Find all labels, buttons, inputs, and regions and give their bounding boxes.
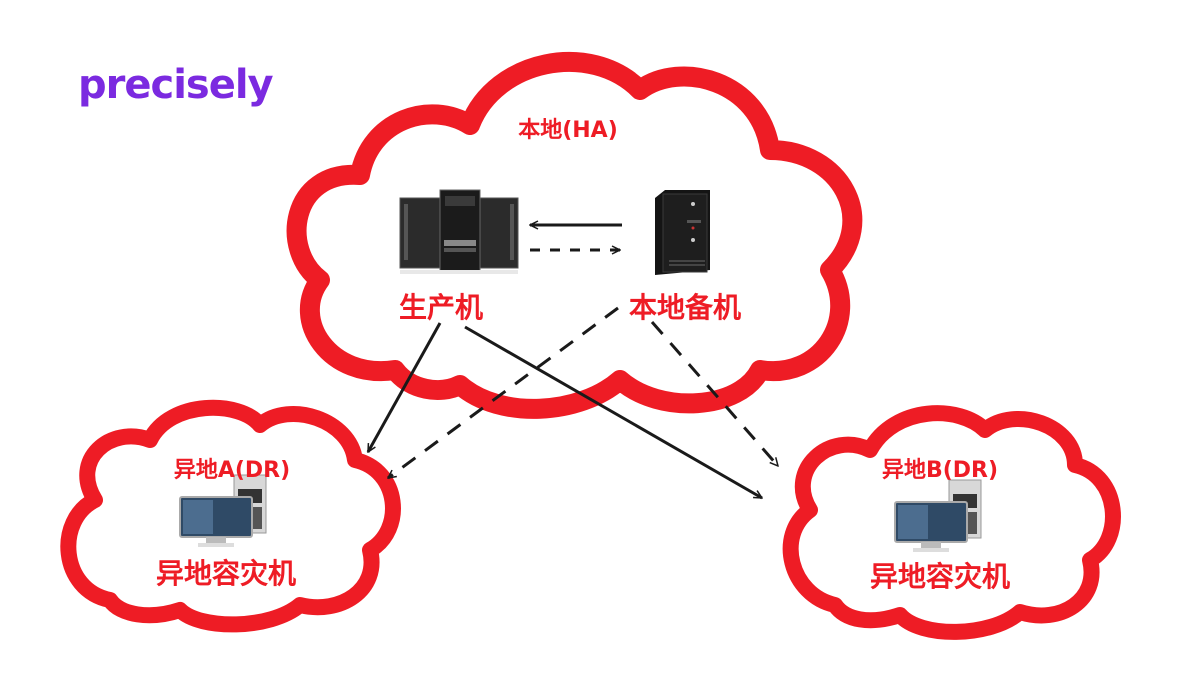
cloud-local-ha (286, 51, 863, 419)
region-label-remote-a: 异地A(DR) (173, 458, 291, 483)
tower-server-icon (655, 190, 710, 275)
edge-standby-to-dr-b (650, 321, 780, 466)
node-label-dr-a: 异地容灾机 (155, 557, 297, 590)
node-label-production: 生产机 (398, 291, 484, 324)
brand-logo: precisely (78, 62, 274, 108)
edge-production-to-dr-b (464, 325, 762, 500)
region-label-remote-b: 异地B(DR) (881, 458, 999, 483)
edge-standby-to-dr-a (388, 306, 619, 480)
region-label-local: 本地(HA) (518, 118, 618, 143)
node-label-local-standby: 本地备机 (628, 291, 742, 324)
server-rack-icon (399, 189, 519, 274)
desktop-computer-icon (894, 479, 982, 552)
edge-production-to-dr-a (366, 322, 442, 452)
desktop-computer-icon (179, 474, 267, 547)
node-label-dr-b: 异地容灾机 (869, 560, 1011, 593)
